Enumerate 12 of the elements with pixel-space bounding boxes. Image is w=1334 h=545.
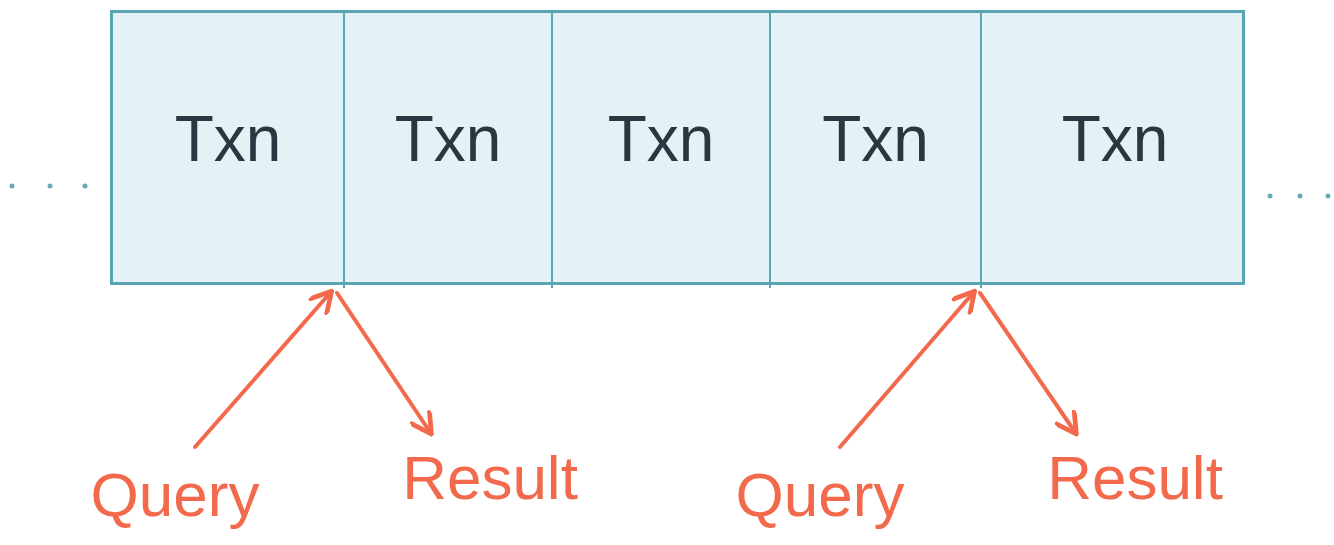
txn-label: Txn <box>822 106 929 171</box>
annotation-label: Result <box>402 446 578 509</box>
arrow <box>838 288 977 449</box>
txn-label: Txn <box>1061 106 1169 171</box>
arrow <box>193 288 334 449</box>
log-box <box>110 10 1245 285</box>
txn-label: Txn <box>394 106 502 171</box>
annotation-label: Result <box>1047 446 1223 509</box>
arrow <box>335 291 434 437</box>
txn-label: Txn <box>174 106 282 171</box>
arrow <box>978 291 1079 437</box>
txn-label: Txn <box>607 106 715 171</box>
